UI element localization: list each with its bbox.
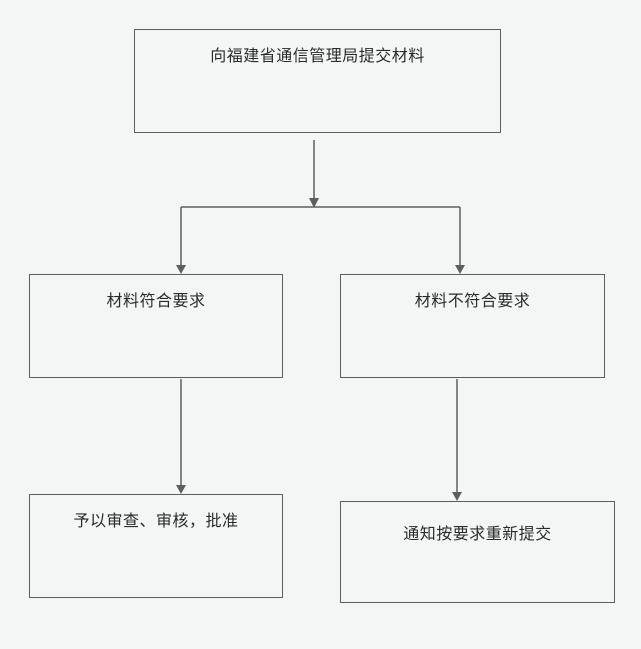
arrowhead-meets <box>176 265 186 274</box>
node-materials-not-meet-requirements-label: 材料不符合要求 <box>414 291 531 310</box>
node-review-approve: 予以审查、审核，批准 <box>29 494 283 598</box>
node-submit-materials: 向福建省通信管理局提交材料 <box>134 29 501 133</box>
arrowhead-resubmit <box>452 492 462 501</box>
arrowhead-not-meets <box>455 265 465 274</box>
arrowhead-approve <box>176 485 186 494</box>
node-notify-resubmit: 通知按要求重新提交 <box>340 501 615 603</box>
node-materials-not-meet-requirements: 材料不符合要求 <box>340 274 605 378</box>
node-submit-materials-label: 向福建省通信管理局提交材料 <box>210 46 425 65</box>
node-materials-meet-requirements-label: 材料符合要求 <box>106 291 206 310</box>
node-review-approve-label: 予以审查、审核，批准 <box>73 511 239 530</box>
node-notify-resubmit-label: 通知按要求重新提交 <box>403 524 552 543</box>
node-materials-meet-requirements: 材料符合要求 <box>29 274 283 378</box>
arrowhead-submit <box>309 198 319 208</box>
